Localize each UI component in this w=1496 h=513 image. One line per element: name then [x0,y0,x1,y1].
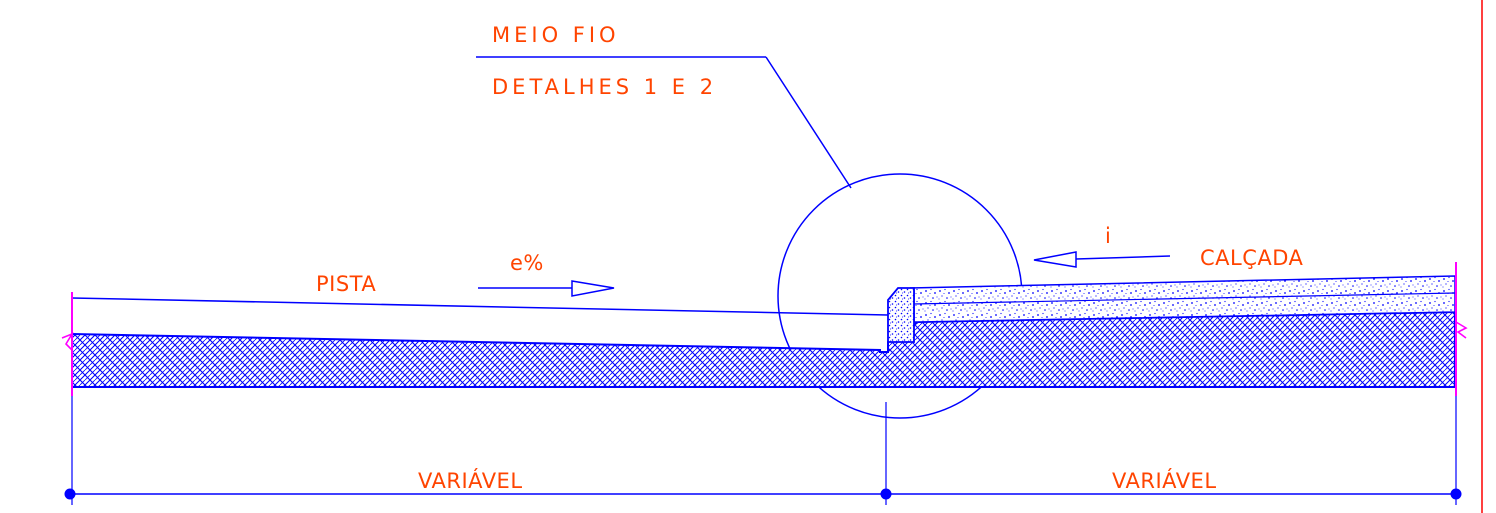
label-pista: PISTA [316,272,376,296]
right-edge-marker [1455,262,1468,396]
callout-line2: DETALHES 1 E 2 [492,75,717,99]
dimension-label-right: VARIÁVEL [1112,468,1217,493]
dimension-node-center [880,488,892,500]
dimension-label-left: VARIÁVEL [418,468,523,493]
left-edge-marker [61,292,74,396]
slope-arrow-pista [478,280,615,297]
base-layer [71,310,1456,388]
sidewalk-inner-line [913,292,1456,305]
road-surface-line [71,297,889,316]
callout-leader [476,56,852,189]
dimension-node-left [64,488,76,500]
label-slope-pista: e% [510,251,544,275]
label-slope-calcada: i [1105,224,1111,248]
label-calcada: CALÇADA [1200,246,1304,270]
slope-arrow-calcada [1033,251,1171,268]
dimension-node-right [1450,488,1462,500]
callout-line1: MEIO FIO [492,23,620,47]
curb [887,287,915,343]
